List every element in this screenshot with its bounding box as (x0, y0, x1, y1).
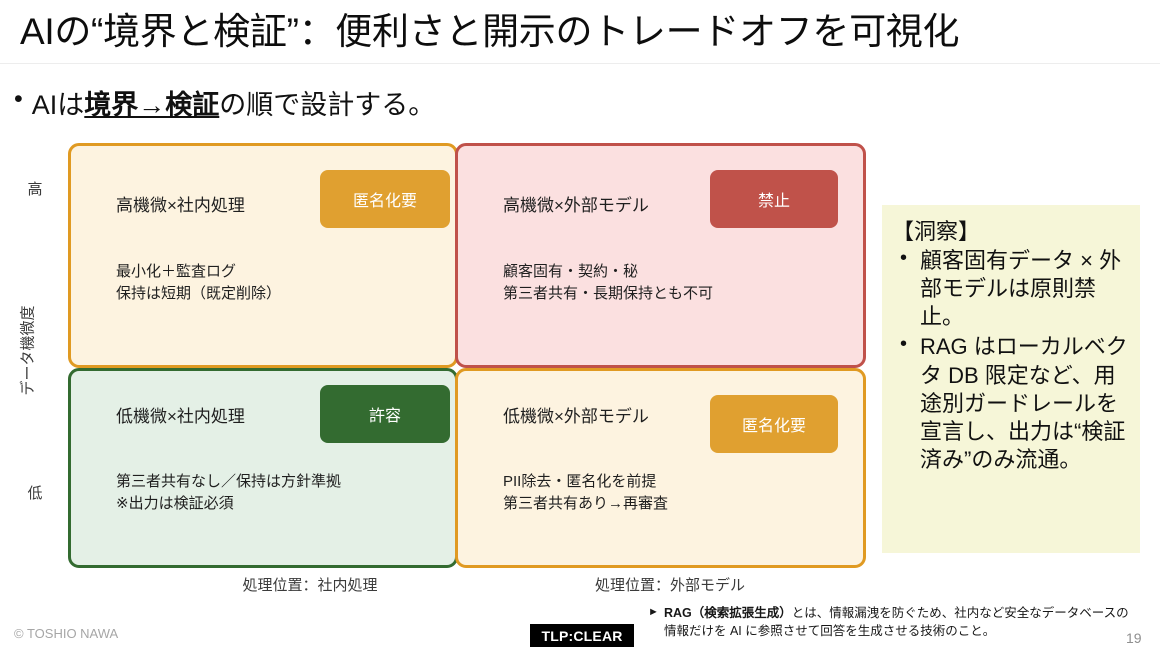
subtitle-text: AIは境界→検証の順で設計する。 (32, 83, 436, 122)
quadrant-title: 高機微×社内処理 (116, 196, 245, 215)
subtitle-emphasis: 境界→検証 (84, 89, 220, 120)
axis-x-left-label: 処理位置：社内処理 (242, 577, 378, 594)
quadrant-high-external[interactable]: 高機微×外部モデル 禁止 顧客固有・契約・秘 第三者共有・長期保持とも不可 (455, 143, 866, 368)
tlp-classification-badge: TLP:CLEAR (530, 624, 634, 647)
subtitle-suffix: の順で設計する。 (219, 89, 436, 120)
bullet-glyph: • (14, 84, 23, 113)
footnote: ► RAG（検索拡張生成）とは、情報漏洩を防ぐため、社内など安全なデータベースの… (648, 604, 1140, 640)
axis-y-title: データ機微度 (19, 305, 37, 396)
footnote-term: RAG（検索拡張生成） (664, 606, 792, 620)
quadrant-title: 低機微×社内処理 (116, 407, 245, 426)
quadrant-description: 顧客固有・契約・秘 第三者共有・長期保持とも不可 (503, 263, 714, 302)
quadrant-title: 低機微×外部モデル (503, 407, 649, 426)
subtitle-bullet-row: • AIは境界→検証の順で設計する。 (14, 82, 914, 122)
insight-list: 顧客固有データ × 外部モデルは原則禁止。 RAG はローカルベクタ DB 限定… (896, 246, 1136, 476)
footnote-definition: とは、情報漏洩を防ぐため、社内など安全なデータベースの情報だけを AI に参照さ… (664, 606, 1129, 639)
quadrant-low-internal[interactable]: 低機微×社内処理 許容 第三者共有なし／保持は方針準拠 ※出力は検証必須 (68, 368, 458, 568)
quadrant-badge: 許容 (320, 385, 450, 443)
quadrant-description: PII除去・匿名化を前提 第三者共有あり→再審査 (503, 473, 669, 512)
axis-y-low-label: 低 (27, 485, 43, 502)
quadrant-badge: 匿名化要 (710, 395, 838, 453)
quadrant-badge: 禁止 (710, 170, 838, 228)
axis-y-high-label: 高 (27, 181, 43, 198)
list-item: 顧客固有データ × 外部モデルは原則禁止。 (896, 246, 1136, 331)
footnote-body: RAG（検索拡張生成）とは、情報漏洩を防ぐため、社内など安全なデータベースの情報… (648, 604, 1140, 640)
insight-panel: 【洞察】 顧客固有データ × 外部モデルは原則禁止。 RAG はローカルベクタ … (882, 205, 1140, 553)
quadrant-title: 高機微×外部モデル (503, 196, 649, 215)
quadrant-low-external[interactable]: 低機微×外部モデル 匿名化要 PII除去・匿名化を前提 第三者共有あり→再審査 (455, 368, 866, 568)
quadrant-description: 第三者共有なし／保持は方針準拠 ※出力は検証必須 (116, 473, 342, 512)
copyright-text: © TOSHIO NAWA (14, 626, 119, 641)
axis-x-right-label: 処理位置：外部モデル (594, 577, 745, 594)
title-divider (0, 63, 1160, 64)
footnote-marker-icon: ► (648, 606, 659, 618)
list-item: RAG はローカルベクタ DB 限定など、用途別ガードレールを宣言し、出力は“検… (896, 332, 1136, 474)
page-number: 19 (1126, 630, 1142, 646)
insight-heading: 【洞察】 (892, 219, 981, 244)
page-title: AIの“境界と検証”：便利さと開示のトレードオフを可視化 (20, 11, 960, 52)
subtitle-prefix: AIは (31, 89, 85, 120)
quadrant-description: 最小化＋監査ログ 保持は短期（既定削除） (116, 263, 282, 302)
quadrant-high-internal[interactable]: 高機微×社内処理 匿名化要 最小化＋監査ログ 保持は短期（既定削除） (68, 143, 458, 368)
quadrant-badge: 匿名化要 (320, 170, 450, 228)
